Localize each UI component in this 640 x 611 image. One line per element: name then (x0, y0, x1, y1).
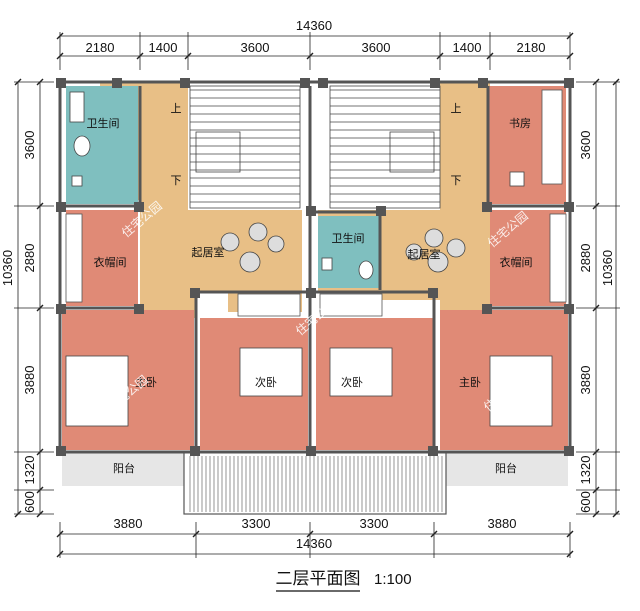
room-second-right: 次卧 (341, 375, 363, 389)
dim-right-seg: 600 (578, 491, 593, 513)
room-balcony-right: 阳台 (495, 461, 517, 475)
room-living-left: 起居室 (192, 245, 225, 259)
dim-top-seg: 1400 (149, 40, 178, 55)
dim-top-seg: 3600 (241, 40, 270, 55)
stair-labels: 上 下 上 下 (171, 102, 462, 187)
dim-top-seg: 2180 (86, 40, 115, 55)
dim-right-seg: 2880 (578, 244, 593, 273)
dim-left-segments: 3600 2880 3880 1320 600 (22, 131, 37, 513)
bath-fixtures (69, 91, 525, 280)
room-study: 书房 (509, 117, 531, 130)
wardrobes (65, 89, 567, 317)
dim-left-seg: 2880 (22, 244, 37, 273)
room-closet-right: 衣帽间 (500, 255, 533, 269)
dim-top-seg: 1400 (453, 40, 482, 55)
dim-left-seg: 1320 (22, 456, 37, 485)
room-labels: 卫生间 衣帽间 起居室 卫生间 起居室 书房 衣帽间 主卧 次卧 次卧 主卧 阳… (87, 116, 533, 475)
plan-title: 二层平面图 (276, 569, 361, 589)
room-second-left: 次卧 (255, 375, 277, 389)
columns (56, 78, 574, 456)
balcony-right-fill (446, 452, 568, 486)
dim-bottom-segments: 3880 3300 3300 3880 (114, 516, 517, 531)
dim-bottom-total: 14360 (296, 536, 332, 551)
sofas (220, 222, 466, 273)
room-bath-left: 卫生间 (87, 116, 120, 130)
dim-left-seg: 3600 (22, 131, 37, 160)
stair-up-right: 上 (451, 102, 462, 115)
room-master-right: 主卧 (459, 376, 481, 389)
room-balcony-left: 阳台 (113, 461, 135, 475)
stair-right (329, 85, 441, 209)
stair-down-left: 下 (171, 174, 182, 187)
dim-top-seg: 2180 (517, 40, 546, 55)
room-closet-left: 衣帽间 (94, 255, 127, 269)
dim-top-segments: 2180 1400 3600 3600 1400 2180 (86, 40, 546, 55)
plan-scale: 1:100 (374, 571, 412, 588)
dim-right-seg: 1320 (578, 456, 593, 485)
dim-right-total: 10360 (600, 250, 615, 286)
dim-top-seg: 3600 (362, 40, 391, 55)
room-bath-mid: 卫生间 (332, 231, 365, 245)
terrace-slats (189, 456, 443, 512)
room-master-left: 主卧 (135, 376, 157, 389)
dim-right-seg: 3880 (578, 366, 593, 395)
room-living-right: 起居室 (408, 247, 441, 261)
dim-top-total: 14360 (296, 18, 332, 33)
dimension-lines (14, 32, 620, 558)
dim-bottom-seg: 3300 (242, 516, 271, 531)
dim-bottom-seg: 3300 (360, 516, 389, 531)
dim-right-segments: 3600 2880 3880 1320 600 (578, 131, 593, 513)
dim-left-seg: 600 (22, 491, 37, 513)
front-terrace (183, 451, 447, 515)
balcony-left-fill (62, 452, 184, 486)
dim-left-seg: 3880 (22, 366, 37, 395)
dim-left-total: 10360 (0, 250, 15, 286)
dim-bottom-seg: 3880 (114, 516, 143, 531)
stair-up-left: 上 (171, 102, 182, 115)
beds (65, 347, 553, 427)
dim-right-seg: 3600 (578, 131, 593, 160)
dim-bottom-seg: 3880 (488, 516, 517, 531)
stair-down-right: 下 (451, 174, 462, 187)
stair-left (189, 85, 301, 209)
